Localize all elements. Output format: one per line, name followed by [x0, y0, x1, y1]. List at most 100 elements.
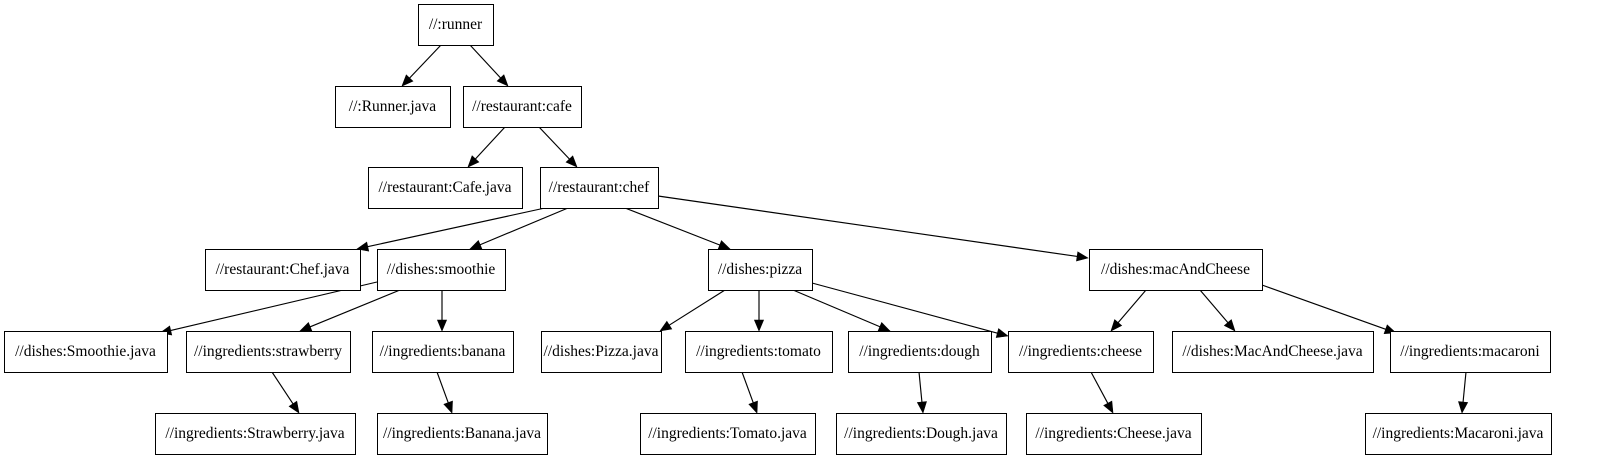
graph-node-cheese_java[interactable]: //ingredients:Cheese.java — [1026, 413, 1202, 455]
graph-node-runner[interactable]: //:runner — [418, 4, 494, 46]
graph-edge — [538, 126, 578, 168]
arrowhead-icon — [469, 239, 483, 250]
node-box[interactable] — [1390, 331, 1551, 373]
graph-edge — [916, 371, 927, 414]
edge-line — [473, 126, 506, 161]
arrowhead-icon — [356, 241, 370, 252]
graph-node-ing_dough[interactable]: //ingredients:dough — [848, 331, 992, 373]
edge-line — [538, 126, 572, 161]
graph-node-dishes_smoothie[interactable]: //dishes:smoothie — [377, 249, 506, 291]
node-box[interactable] — [463, 86, 582, 128]
node-box[interactable] — [4, 331, 168, 373]
node-box[interactable] — [377, 249, 506, 291]
node-box[interactable] — [848, 331, 992, 373]
graph-node-strawberry_java[interactable]: //ingredients:Strawberry.java — [155, 413, 356, 455]
node-label: //ingredients:tomato — [696, 343, 821, 360]
node-box[interactable] — [685, 331, 833, 373]
node-label: //ingredients:Tomato.java — [648, 425, 807, 442]
node-box[interactable] — [541, 331, 662, 373]
node-box[interactable] — [205, 249, 361, 291]
graph-node-ing_macaroni[interactable]: //ingredients:macaroni — [1390, 331, 1551, 373]
graph-node-dishes_pizza[interactable]: //dishes:pizza — [708, 249, 813, 291]
graph-node-macaroni_java[interactable]: //ingredients:Macaroni.java — [1365, 413, 1552, 455]
node-box[interactable] — [836, 413, 1007, 455]
node-box[interactable] — [186, 331, 351, 373]
node-box[interactable] — [1026, 413, 1202, 455]
node-box[interactable] — [640, 413, 816, 455]
node-label: //:runner — [429, 16, 483, 33]
graph-edge — [1110, 289, 1147, 332]
node-box[interactable] — [418, 4, 494, 46]
edge-line — [1090, 371, 1110, 406]
node-label: //restaurant:Chef.java — [216, 261, 350, 278]
arrowhead-icon — [877, 321, 891, 332]
node-box[interactable] — [1365, 413, 1552, 455]
edge-line — [469, 44, 503, 80]
graph-node-ing_cheese[interactable]: //ingredients:cheese — [1008, 331, 1154, 373]
edge-line — [667, 289, 726, 327]
node-label: //ingredients:banana — [380, 343, 506, 360]
graph-node-restaurant_cafe[interactable]: //restaurant:cafe — [463, 86, 582, 128]
node-box[interactable] — [155, 413, 356, 455]
graph-edge — [436, 290, 448, 332]
graph-edge — [741, 371, 758, 414]
graph-node-smoothie_java[interactable]: //dishes:Smoothie.java — [4, 331, 168, 373]
graph-edge — [659, 289, 726, 332]
arrowhead-icon — [288, 400, 300, 414]
arrowhead-icon — [565, 155, 578, 168]
graph-edge — [467, 126, 506, 168]
graph-edge — [657, 195, 1089, 262]
node-label: //ingredients:macaroni — [1400, 343, 1540, 360]
node-label: //ingredients:cheese — [1019, 343, 1142, 360]
arrowhead-icon — [1110, 319, 1123, 332]
graph-edge — [1261, 284, 1397, 334]
graph-edge — [469, 207, 569, 250]
graph-edge — [792, 289, 891, 332]
graph-node-ing_banana[interactable]: //ingredients:banana — [372, 331, 514, 373]
edge-line — [365, 207, 546, 248]
graph-edge — [1458, 371, 1469, 414]
graph-node-chef_java[interactable]: //restaurant:Chef.java — [205, 249, 361, 291]
node-label: //dishes:smoothie — [387, 261, 496, 278]
node-label: //ingredients:dough — [859, 343, 980, 360]
node-box[interactable] — [540, 167, 659, 209]
graph-node-mac_java[interactable]: //dishes:MacAndCheese.java — [1172, 331, 1374, 373]
node-box[interactable] — [708, 249, 813, 291]
node-box[interactable] — [1089, 249, 1263, 291]
edge-line — [308, 289, 401, 329]
edge-line — [657, 195, 1080, 258]
node-box[interactable] — [1172, 331, 1374, 373]
node-label: //dishes:Smoothie.java — [15, 343, 156, 360]
edge-line — [407, 44, 442, 80]
graph-node-pizza_java[interactable]: //dishes:Pizza.java — [541, 331, 662, 373]
graph-edge — [1199, 289, 1236, 332]
edge-line — [271, 371, 295, 406]
node-label: //ingredients:Dough.java — [844, 425, 998, 442]
graph-node-dough_java[interactable]: //ingredients:Dough.java — [836, 413, 1007, 455]
arrowhead-icon — [443, 400, 453, 414]
graph-edge — [401, 44, 442, 87]
graph-node-restaurant_chef[interactable]: //restaurant:chef — [540, 167, 659, 209]
node-label: //restaurant:cafe — [472, 98, 572, 115]
graph-node-banana_java[interactable]: //ingredients:Banana.java — [377, 413, 548, 455]
node-box[interactable] — [1008, 331, 1154, 373]
graph-node-ing_tomato[interactable]: //ingredients:tomato — [685, 331, 833, 373]
node-box[interactable] — [335, 86, 451, 128]
arrowhead-icon — [753, 319, 765, 332]
node-label: //ingredients:Macaroni.java — [1373, 425, 1544, 442]
node-box[interactable] — [377, 413, 548, 455]
graph-edge — [436, 371, 453, 414]
graph-node-ing_strawberry[interactable]: //ingredients:strawberry — [186, 331, 351, 373]
node-box[interactable] — [372, 331, 514, 373]
node-box[interactable] — [368, 167, 523, 209]
edge-line — [624, 207, 722, 247]
arrowhead-icon — [436, 319, 448, 332]
arrowhead-icon — [916, 401, 927, 414]
arrowhead-icon — [659, 320, 673, 332]
graph-node-dishes_mac[interactable]: //dishes:macAndCheese — [1089, 249, 1263, 291]
graph-node-runner_java[interactable]: //:Runner.java — [335, 86, 451, 128]
graph-node-tomato_java[interactable]: //ingredients:Tomato.java — [640, 413, 816, 455]
graph-node-cafe_java[interactable]: //restaurant:Cafe.java — [368, 167, 523, 209]
arrowhead-icon — [496, 74, 509, 87]
